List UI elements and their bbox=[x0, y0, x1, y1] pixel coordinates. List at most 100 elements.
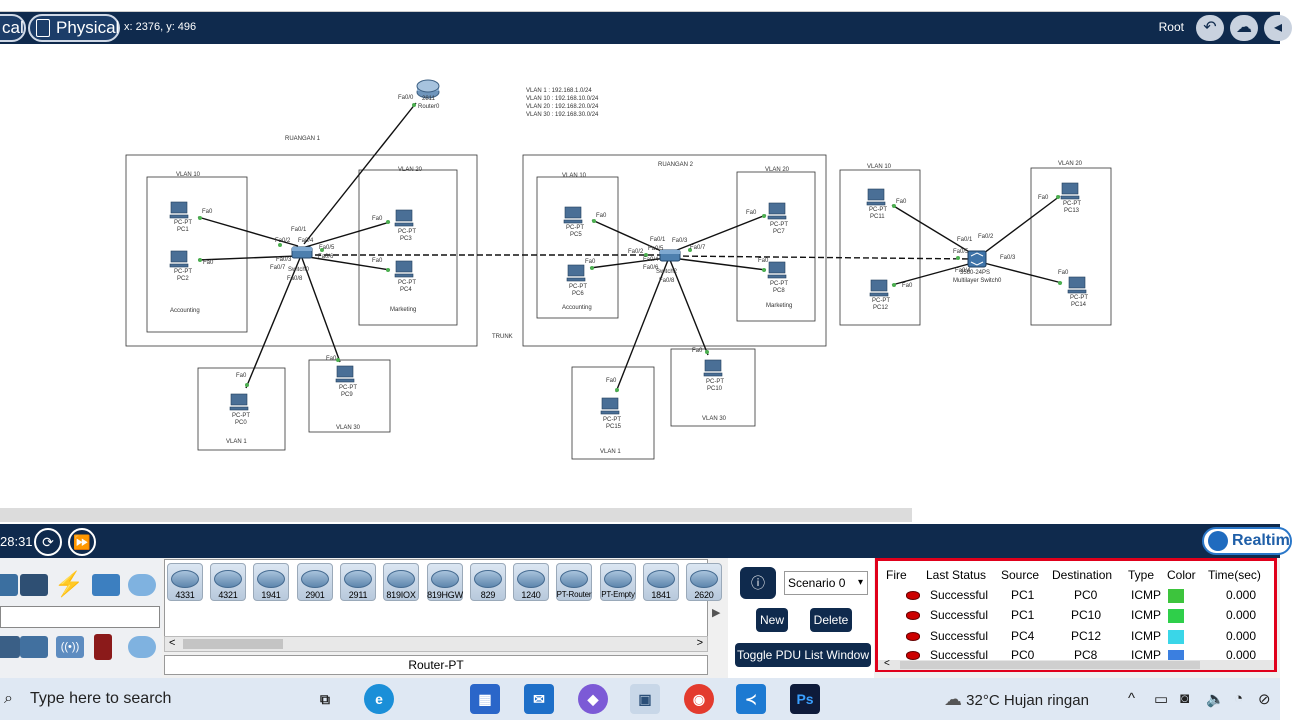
packet-tracer-icon[interactable]: ▣ bbox=[630, 684, 660, 714]
pdu-color-swatch bbox=[1168, 589, 1184, 603]
device-pt-router[interactable]: PT-Router bbox=[556, 563, 592, 601]
device-2911[interactable]: 2911 bbox=[340, 563, 376, 601]
room2-label: RUANGAN 2 bbox=[658, 162, 694, 168]
pdu-row[interactable]: Successful PC0 PC8 ICMP 0.000 bbox=[878, 646, 1274, 664]
port-label: Fa0/7 bbox=[690, 245, 706, 251]
port-label: Fa0/5 bbox=[953, 249, 969, 255]
camera-icon[interactable]: ◙ bbox=[1180, 690, 1190, 707]
device-1841[interactable]: 1841 bbox=[643, 563, 679, 601]
chevron-up-icon[interactable]: ^ bbox=[1128, 690, 1136, 707]
device-819hgw[interactable]: 819HGW bbox=[427, 563, 463, 601]
area-boxes bbox=[125, 154, 1112, 460]
info-icon[interactable]: ⓘ bbox=[740, 567, 776, 599]
pc-label: PC-PT bbox=[706, 379, 724, 385]
device-1240[interactable]: 1240 bbox=[513, 563, 549, 601]
device-label: 2901 bbox=[305, 590, 325, 600]
workspace-canvas[interactable]: VLAN 1 : 192.168.1.0/24 VLAN 10 : 192.16… bbox=[0, 44, 1280, 524]
pc-label: PC3 bbox=[400, 236, 412, 242]
network-devices-icon[interactable] bbox=[0, 574, 18, 596]
panel-expand-icon[interactable]: ▶ bbox=[712, 607, 721, 619]
scroll-left-icon[interactable]: < bbox=[169, 637, 176, 649]
canvas-scrollbar[interactable] bbox=[0, 508, 912, 522]
port-label: Fa0/1 bbox=[957, 237, 973, 243]
taskbar-search-box[interactable]: ⌕ Type here to search bbox=[0, 680, 300, 718]
back-icon[interactable]: ↶ bbox=[1196, 15, 1224, 41]
security-icon[interactable] bbox=[94, 634, 112, 660]
vlan30-box-room1 bbox=[308, 359, 391, 433]
search-icon: ⌕ bbox=[4, 690, 13, 707]
store-icon[interactable]: ▦ bbox=[470, 684, 500, 714]
port-label: Fa0 bbox=[203, 260, 214, 266]
pdu-list-scrollbar[interactable]: < bbox=[878, 658, 1274, 670]
wan-emulation-icon[interactable] bbox=[128, 636, 156, 658]
task-view-icon[interactable]: ⧉ bbox=[320, 691, 330, 707]
router-port-label: Fa0/0 bbox=[398, 95, 414, 101]
wifi-icon[interactable]: ◔ bbox=[1234, 690, 1244, 707]
vscode-icon[interactable]: ≺ bbox=[736, 684, 766, 714]
chrome-icon[interactable]: ◉ bbox=[684, 684, 714, 714]
pc-label: PC-PT bbox=[1063, 201, 1081, 207]
scroll-thumb[interactable] bbox=[183, 639, 283, 649]
vlan20-box-room2 bbox=[736, 171, 816, 322]
router-icon bbox=[690, 570, 718, 588]
fire-icon[interactable] bbox=[906, 611, 920, 620]
components-icon[interactable] bbox=[92, 574, 120, 596]
wireless-icon[interactable]: ((•)) bbox=[56, 636, 84, 658]
new-scenario-button[interactable]: New bbox=[756, 608, 788, 632]
physical-tab[interactable]: Physical bbox=[28, 14, 120, 42]
logical-tab[interactable]: cal bbox=[0, 14, 26, 42]
pdu-row[interactable]: Successful PC1 PC0 ICMP 0.000 bbox=[878, 585, 1274, 605]
port-label: Fa0/3 bbox=[276, 257, 292, 263]
pdu-color-swatch bbox=[1168, 609, 1184, 623]
cloud-icon[interactable]: ☁ bbox=[1230, 15, 1258, 41]
device-2620[interactable]: 2620 bbox=[686, 563, 722, 601]
mail-icon[interactable]: ✉ bbox=[524, 684, 554, 714]
fire-icon[interactable] bbox=[906, 591, 920, 600]
device-1941[interactable]: 1941 bbox=[253, 563, 289, 601]
device-strip-scrollbar[interactable]: < > bbox=[164, 636, 708, 652]
edge-icon[interactable]: e bbox=[364, 684, 394, 714]
switches-icon[interactable] bbox=[20, 636, 48, 658]
pdu-type: ICMP bbox=[1131, 629, 1161, 643]
scroll-thumb[interactable] bbox=[900, 661, 1200, 669]
pdu-source: PC1 bbox=[1011, 608, 1035, 622]
pdu-list-window: Fire Last Status Source Destination Type… bbox=[875, 558, 1277, 672]
device-label: 4321 bbox=[218, 590, 238, 600]
device-4331[interactable]: 4331 bbox=[167, 563, 203, 601]
device-model-strip: 4331 4321 1941 2901 2911 819IOX 819HGW 8… bbox=[164, 559, 722, 639]
device-4321[interactable]: 4321 bbox=[210, 563, 246, 601]
router0-icon bbox=[416, 79, 440, 99]
realtime-mode-button[interactable]: Realtim bbox=[1202, 527, 1292, 555]
scroll-right-icon[interactable]: > bbox=[696, 637, 703, 649]
pdu-row[interactable]: Successful PC1 PC10 ICMP 0.000 bbox=[878, 605, 1274, 625]
subcategory-icon[interactable] bbox=[0, 636, 20, 658]
pc-label: PC-PT bbox=[872, 298, 890, 304]
network-off-icon[interactable]: ⊘ bbox=[1258, 691, 1271, 708]
device-819iox[interactable]: 819IOX bbox=[383, 563, 419, 601]
copilot-icon[interactable]: ◆ bbox=[578, 684, 608, 714]
photoshop-icon[interactable]: Ps bbox=[790, 684, 820, 714]
reset-time-icon[interactable]: ⟳ bbox=[34, 528, 62, 556]
navigation-icon[interactable]: ◂ bbox=[1264, 15, 1292, 41]
delete-scenario-button[interactable]: Delete bbox=[810, 608, 852, 632]
pdu-row[interactable]: Successful PC4 PC12 ICMP 0.000 bbox=[878, 626, 1274, 646]
volume-icon[interactable]: 🔈 bbox=[1206, 691, 1225, 708]
col-color: Color bbox=[1167, 568, 1196, 582]
device-2901[interactable]: 2901 bbox=[297, 563, 333, 601]
misc-cloud-icon[interactable] bbox=[128, 574, 156, 596]
fast-forward-icon[interactable]: ⏩ bbox=[68, 528, 96, 556]
pc-icons bbox=[169, 182, 1087, 415]
toggle-pdu-list-button[interactable]: Toggle PDU List Window bbox=[735, 643, 871, 667]
device-pt-empty[interactable]: PT-Empty bbox=[600, 563, 636, 601]
fire-icon[interactable] bbox=[906, 651, 920, 660]
pc-label: PC2 bbox=[177, 276, 189, 282]
fire-icon[interactable] bbox=[906, 632, 920, 641]
weather-widget[interactable]: ☁ 32°C Hujan ringan bbox=[944, 684, 1089, 716]
end-devices-icon[interactable] bbox=[20, 574, 48, 596]
scenario-select[interactable]: Scenario 0 ▾ bbox=[784, 571, 868, 595]
device-829[interactable]: 829 bbox=[470, 563, 506, 601]
device-search-input[interactable] bbox=[0, 606, 160, 628]
scroll-left-icon[interactable]: < bbox=[884, 658, 890, 669]
connections-icon[interactable]: ⚡ bbox=[54, 571, 84, 598]
battery-icon[interactable]: ▭ bbox=[1154, 691, 1169, 708]
